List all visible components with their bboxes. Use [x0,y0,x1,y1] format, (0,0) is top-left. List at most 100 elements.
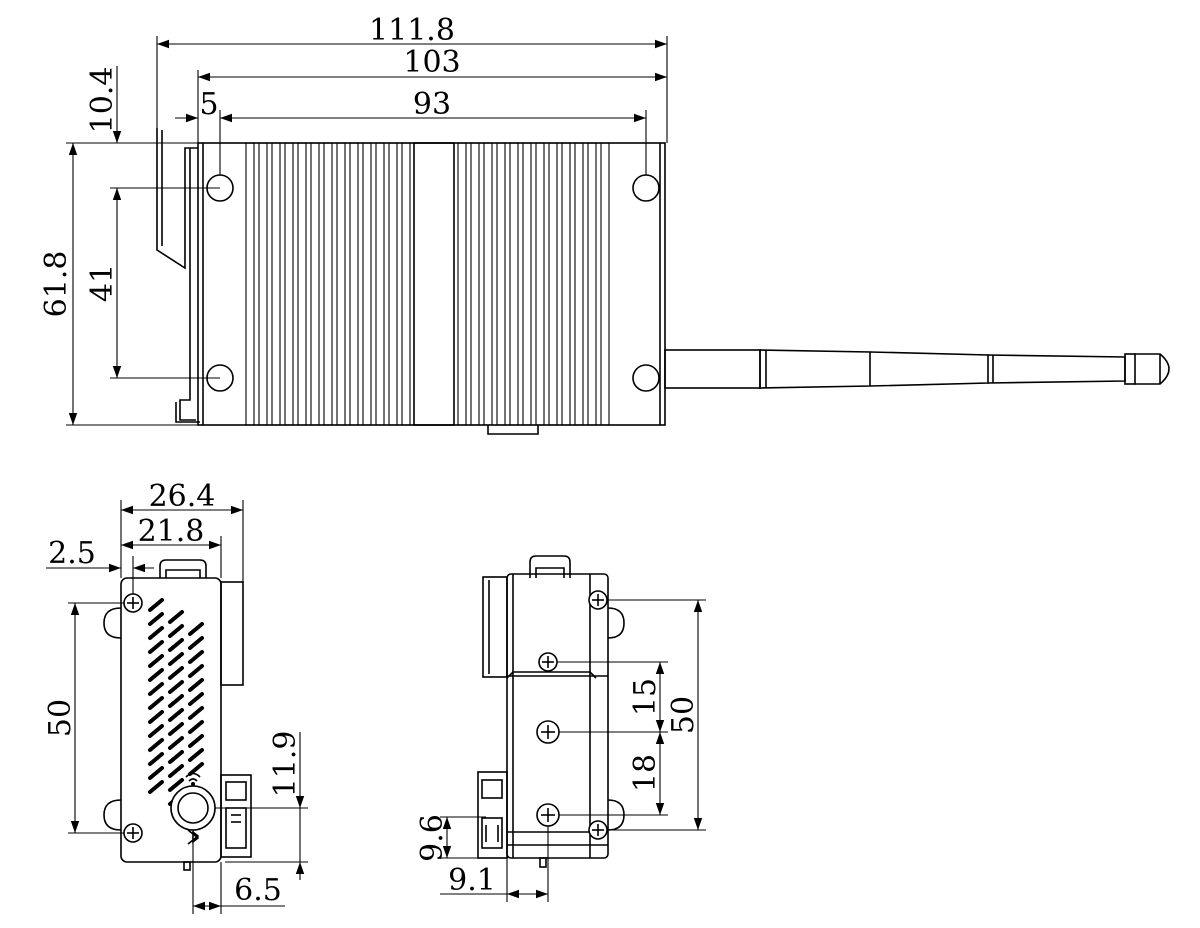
vent-slot [148,626,164,640]
dim-overall-height: 61.8 [39,251,74,318]
right-port-block [477,771,508,859]
side-view-right: 15 18 50 9.6 9.1 [415,555,706,902]
fin [457,142,467,426]
din-clip [156,128,198,270]
vent-slot [188,720,204,734]
dim-antenna-offset: 6.5 [234,873,282,908]
screw-right-bottom [588,820,608,840]
fin [574,142,584,426]
dim-hole-offset-y: 10.4 [85,67,120,134]
vent-slot [148,766,164,780]
vent-slot [168,722,184,736]
vent-slot [188,748,204,762]
enclosure-body [197,142,666,426]
dim-hole-spacing-y: 41 [85,264,120,302]
vent-slot [168,694,184,708]
vent-slot [168,610,184,624]
fin [310,142,320,426]
vent-slot [168,624,184,638]
vent-slot [188,678,204,692]
vent-slot [148,696,164,710]
fin [401,142,411,426]
dim-overall-width: 26.4 [149,479,216,514]
fin [600,142,610,426]
fin [297,142,307,426]
vent-slot [188,622,204,636]
fin [522,142,532,426]
vent-slot [148,710,164,724]
port-block [220,774,252,858]
top-view: 111.8 103 93 5 61.8 41 10.4 [39,13,1170,435]
fin [284,142,294,426]
screw-center-1 [538,652,558,672]
dim-body-width: 21.8 [138,514,205,549]
screw-center-3 [536,803,560,827]
dim-antenna-height: 11.9 [268,731,303,798]
vent-slot [188,692,204,706]
antenna [664,349,1170,389]
vent-slot [188,706,204,720]
vent-slot [148,682,164,696]
fin [509,142,519,426]
vent-slot [168,666,184,680]
vent-slot [148,724,164,738]
fin [323,142,333,426]
heat-sink-fins [245,142,610,426]
dim-hole-spacing-x: 93 [413,87,451,122]
fin [483,142,493,426]
vent-slot [188,734,204,748]
dim-side-hole-spacing: 50 [43,699,78,737]
dim-screw-spacing-2: 18 [628,754,663,792]
mount-hole-top-right [632,174,660,202]
dim-port-offset: 9.1 [448,863,496,898]
fin [561,142,571,426]
screw-top-left [123,593,143,613]
vent-slot [188,664,204,678]
dim-hole-offset-x: 5 [199,87,218,122]
fin [271,142,281,426]
dim-body-length: 103 [403,45,460,80]
vent-slot [148,752,164,766]
fin [587,142,597,426]
screw-right-top [588,590,608,610]
fin [336,142,346,426]
vent-slot [168,764,184,778]
right-body [506,573,609,859]
vent-slot [148,668,164,682]
dim-port-height: 9.6 [415,814,450,862]
fin [548,142,558,426]
fin [349,142,359,426]
fin [245,142,255,426]
side-body [120,577,222,863]
dim-screw-spacing-1: 15 [628,678,663,716]
dim-overall-length: 111.8 [369,13,455,48]
mount-hole-bottom-right [632,364,660,392]
vent-slot [148,780,164,794]
vent-slot [188,650,204,664]
vent-slot [148,640,164,654]
vent-slot [148,612,164,626]
fin [388,142,398,426]
vent-slot [168,638,184,652]
fin [535,142,545,426]
dim-right-hole-spacing: 50 [666,696,701,734]
bottom-tab [487,425,539,435]
vent-slot [148,654,164,668]
vent-slot [188,762,204,776]
vent-slot [188,636,204,650]
wifi-icon [185,772,201,782]
vent-slot [168,750,184,764]
vent-slot [168,778,184,792]
fin [258,142,268,426]
fin [470,142,480,426]
fin [375,142,385,426]
vent-slot [168,652,184,666]
vent-slot [168,708,184,722]
dim-flange-offset: 2.5 [48,536,96,571]
vent-slot [148,598,164,612]
fin [362,142,372,426]
side-view-left: 26.4 21.8 2.5 50 11.9 6.5 [43,479,308,914]
screw-center-2 [536,720,560,744]
center-panel [413,142,455,426]
